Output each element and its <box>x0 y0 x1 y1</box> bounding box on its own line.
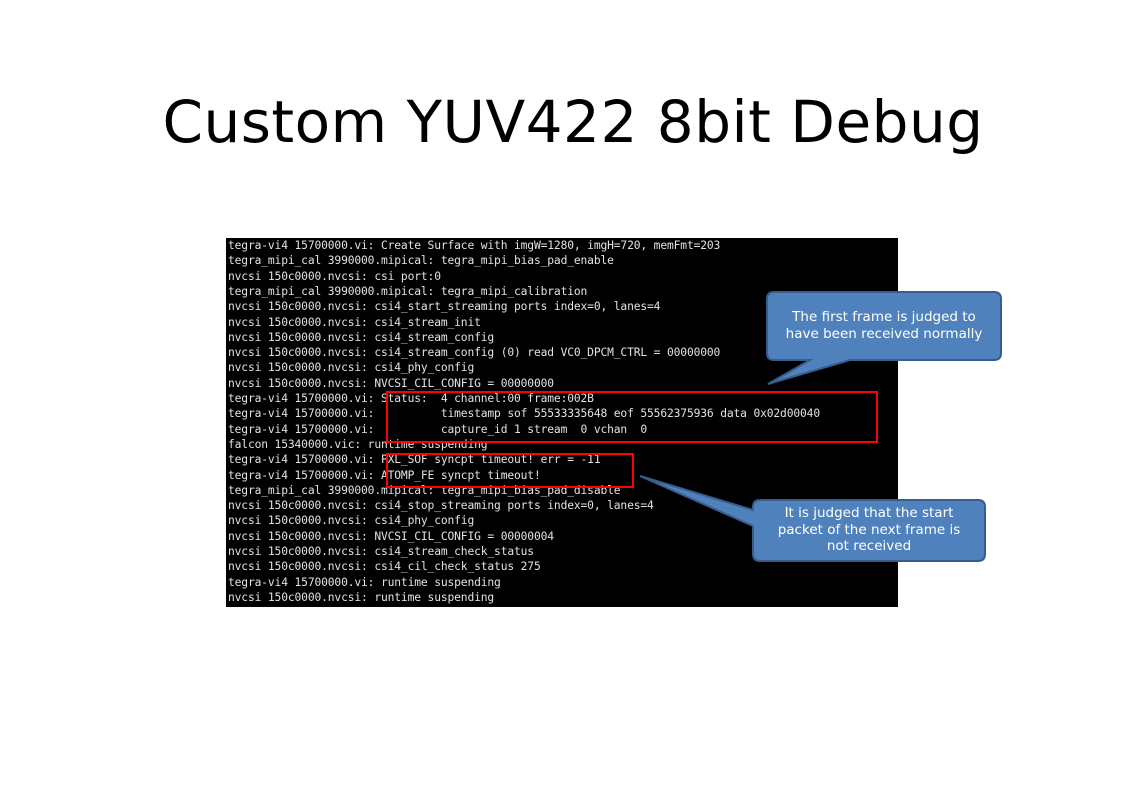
terminal-line: nvcsi 150c0000.nvcsi: csi4_stream_init <box>228 315 481 329</box>
terminal-line: nvcsi 150c0000.nvcsi: csi port:0 <box>228 269 441 283</box>
callout-first-line: have been received normally <box>785 326 983 342</box>
terminal-line: nvcsi 150c0000.nvcsi: csi4_cil_check_sta… <box>228 560 541 574</box>
callout-second-text: It is judged that the start packet of th… <box>754 505 984 555</box>
slide-title: Custom YUV422 8bit Debug <box>162 88 984 156</box>
terminal-line: tegra-vi4 15700000.vi: Create Surface wi… <box>228 239 721 252</box>
status-highlight-box <box>386 391 878 443</box>
terminal-line: tegra-vi4 15700000.vi: runtime suspendin… <box>228 575 501 589</box>
terminal-line: tegra_mipi_cal 3990000.mipical: tegra_mi… <box>228 284 588 298</box>
terminal-line: tegra-vi4 15700000.vi: ATOMP_FE syncpt t… <box>228 468 541 482</box>
timeout-highlight-box <box>386 453 634 488</box>
terminal-line: nvcsi 150c0000.nvcsi: NVCSI_CIL_CONFIG =… <box>228 376 554 390</box>
callout-first-line: The first frame is judged to <box>792 309 976 325</box>
terminal-line: tegra-vi4 15700000.vi: Status: 4 channel… <box>228 392 594 405</box>
callout-second-line: It is judged that the start <box>784 505 954 521</box>
terminal-line: nvcsi 150c0000.nvcsi: csi4_stop_streamin… <box>228 499 654 513</box>
terminal-line: tegra-vi4 15700000.vi: timestamp sof 555… <box>228 407 820 421</box>
terminal-line: tegra-vi4 15700000.vi: PXL_SOF syncpt ti… <box>228 453 601 467</box>
terminal-line: nvcsi 150c0000.nvcsi: csi4_stream_config <box>228 330 495 344</box>
callout-first-text: The first frame is judged to have been r… <box>768 309 1000 343</box>
terminal-line: nvcsi 150c0000.nvcsi: csi4_phy_config <box>228 514 475 528</box>
terminal-line: nvcsi 150c0000.nvcsi: csi4_phy_config <box>228 361 475 375</box>
callout-second-line: not received <box>826 538 912 554</box>
terminal-line: tegra-vi4 15700000.vi: capture_id 1 stre… <box>228 422 648 436</box>
terminal-line: tegra_mipi_cal 3990000.mipical: tegra_mi… <box>228 254 614 268</box>
callout-second-line: packet of the next frame is <box>777 521 961 538</box>
terminal-line: nvcsi 150c0000.nvcsi: csi4_stream_check_… <box>228 545 534 558</box>
terminal-line: nvcsi 150c0000.nvcsi: csi4_stream_config… <box>228 346 721 360</box>
callout-first-bubble <box>766 291 1002 385</box>
terminal-line: nvcsi 150c0000.nvcsi: NVCSI_CIL_CONFIG =… <box>228 529 554 543</box>
callout-second-bubble <box>639 475 986 562</box>
terminal-line: nvcsi 150c0000.nvcsi: csi4_start_streami… <box>228 300 661 314</box>
terminal-line: nvcsi 150c0000.nvcsi: runtime suspending <box>228 590 495 604</box>
